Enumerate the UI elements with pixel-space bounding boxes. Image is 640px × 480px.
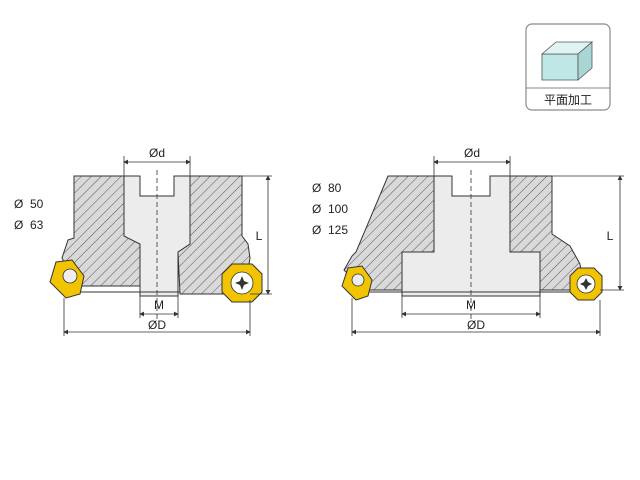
left-dim-big-d: ØD xyxy=(148,318,166,332)
left-cutter-insert-left xyxy=(49,259,85,299)
left-cutter-insert-right xyxy=(221,263,263,303)
left-dim-d: Ød xyxy=(149,146,165,160)
cube-icon xyxy=(540,41,594,81)
left-dim-m: M xyxy=(154,298,164,312)
right-size-3: Ø 125 xyxy=(312,223,348,237)
right-cutter-drawing: Ød M ØD L Ø 80 Ø 100 Ø 125 xyxy=(312,146,624,336)
right-dim-big-d: ØD xyxy=(467,318,485,332)
left-dim-l: L xyxy=(256,229,263,243)
right-size-2: Ø 100 xyxy=(312,202,348,216)
machining-type-label: 平面加工 xyxy=(544,93,592,107)
left-cutter-drawing: Ød M ØD L Ø 50 Ø 63 xyxy=(14,146,272,336)
left-size-2: Ø 63 xyxy=(14,218,44,232)
right-dim-l: L xyxy=(607,229,614,243)
right-cutter-insert-right xyxy=(569,267,603,301)
right-cutter-insert-left xyxy=(341,265,373,301)
left-size-1: Ø 50 xyxy=(14,197,44,211)
right-size-1: Ø 80 xyxy=(312,181,342,195)
machining-type-badge: 平面加工 xyxy=(525,23,611,111)
right-dim-m: M xyxy=(466,298,476,312)
right-dim-d: Ød xyxy=(464,146,480,160)
